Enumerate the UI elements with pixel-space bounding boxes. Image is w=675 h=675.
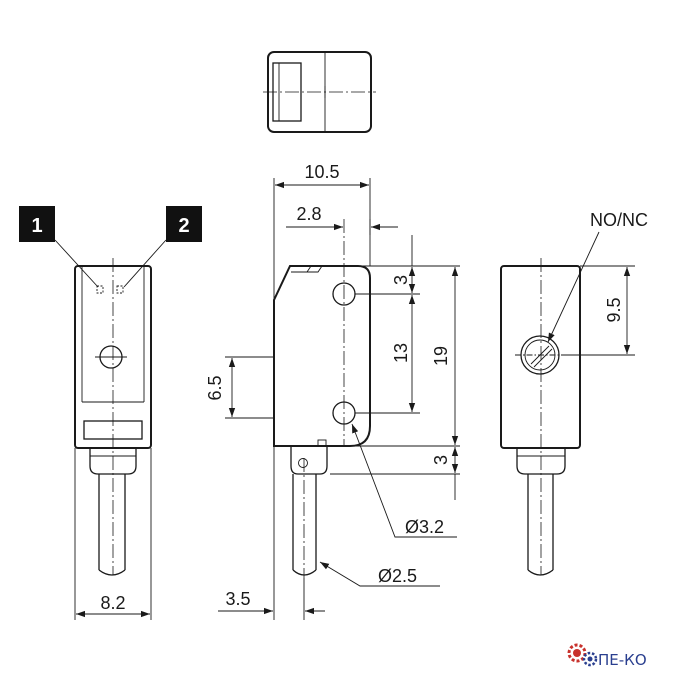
dim-hole-pitch: 13	[391, 343, 411, 363]
callout-1-label: 1	[31, 215, 42, 237]
gear-icon	[567, 643, 598, 667]
dim-half-height: 6.5	[205, 375, 225, 400]
dim-top-margin: 3	[391, 275, 411, 285]
dim-bottom-margin: 3	[431, 455, 451, 465]
callout-1	[19, 206, 99, 288]
side-view	[218, 178, 460, 620]
logo	[567, 643, 598, 667]
top-view	[263, 51, 376, 133]
dim-body-length: 10.5	[304, 162, 339, 182]
dim-cable-diameter: Ø2.5	[378, 566, 417, 586]
dim-height-total: 19	[431, 346, 451, 366]
back-view	[500, 231, 635, 576]
dim-hole-offset: 2.8	[296, 204, 321, 224]
dim-switch-height: 9.5	[604, 297, 624, 322]
logo-text: ПЕ-КО	[598, 651, 647, 669]
dim-hole-diameter: Ø3.2	[405, 517, 444, 537]
callout-2	[123, 206, 202, 288]
callout-2-label: 2	[178, 215, 189, 237]
dim-cable-offset: 3.5	[225, 589, 250, 609]
front-view	[74, 258, 152, 620]
switch-label: NO/NC	[590, 210, 648, 230]
dim-width-front: 8.2	[100, 593, 125, 613]
